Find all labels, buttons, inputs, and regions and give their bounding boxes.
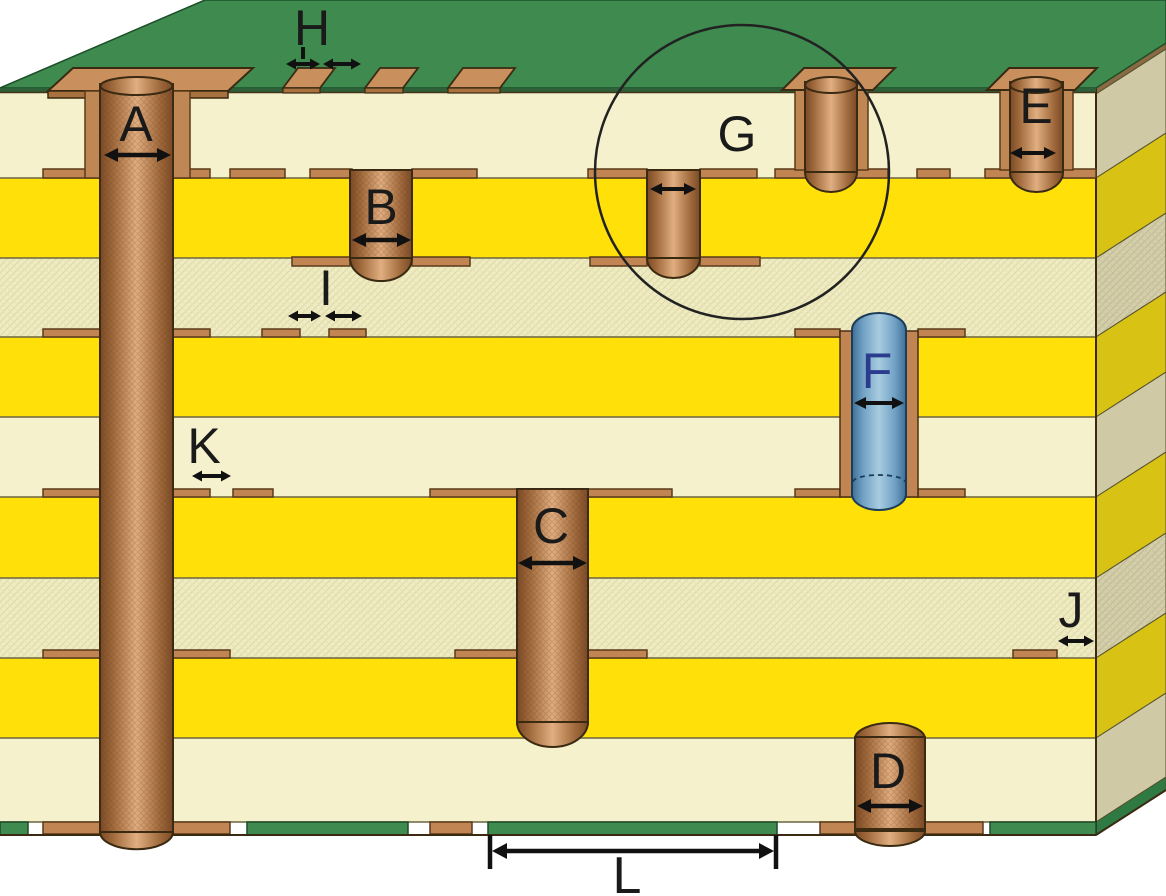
label-g: G: [718, 106, 757, 162]
solder-mask-bottom-segment: [487, 821, 778, 836]
dimension-arrow-k: [192, 470, 231, 482]
inner-trace: [229, 168, 286, 179]
via-f-left-wall: [839, 330, 853, 498]
label-l: L: [613, 847, 642, 896]
board-side-face: [1095, 42, 1166, 836]
label-f: F: [862, 343, 893, 399]
via-d-bottom-dome: [853, 830, 927, 847]
via-f-right-wall: [905, 330, 919, 498]
dimension-arrow-a: [104, 148, 171, 162]
via-f-resin-fill: [851, 312, 907, 511]
via-f-dashed-rim: [852, 474, 906, 483]
highlight-circle-g: [593, 23, 891, 321]
prepreg-layer-1: [0, 258, 1096, 337]
dimension-arrow-c: [518, 556, 587, 570]
inner-trace-k: [232, 488, 274, 498]
dimension-arrow-e: [1010, 147, 1056, 159]
label-b: B: [364, 179, 397, 235]
bottom-trace: [429, 821, 473, 835]
top-edge-line: [0, 88, 1096, 92]
inner-trace-i2: [328, 328, 367, 338]
label-i: I: [319, 260, 333, 316]
via-e-bottom-dome: [1008, 171, 1065, 193]
microvia-g-lower-barrel: [646, 169, 701, 259]
dimension-arrow-g: [650, 183, 696, 195]
inner-trace: [916, 168, 951, 179]
solder-mask-bottom-segment: [246, 821, 409, 836]
via-d-top-dome: [853, 722, 927, 740]
dimension-arrow-d: [857, 799, 923, 813]
blind-via-d: [853, 722, 927, 847]
via-c-bottom-dome: [515, 721, 590, 748]
label-a: A: [119, 96, 153, 152]
label-j: J: [1059, 582, 1084, 638]
board-bottom-surface: [0, 821, 1097, 836]
board-bottom-edge-3d: [1095, 789, 1166, 836]
core-layer-1: [0, 178, 1096, 258]
via-b-bottom-dome: [348, 257, 414, 282]
label-h: H: [294, 0, 330, 56]
microvia-g-upper-barrel: [804, 81, 858, 173]
label-e: E: [1019, 78, 1052, 134]
solder-mask-bottom-segment: [0, 821, 29, 836]
filled-via-f: [839, 312, 919, 511]
buried-via-c: [515, 488, 590, 748]
inner-trace-i1: [261, 328, 301, 338]
via-a-bottom-dome: [98, 831, 175, 851]
dimension-arrows-i: [288, 310, 362, 322]
dimension-arrow-j: [1058, 635, 1094, 647]
via-a-hole-rim: [99, 76, 174, 96]
label-k: K: [187, 418, 220, 474]
staggered-microvias-g: [589, 67, 898, 279]
dimension-arrow-b: [352, 233, 411, 247]
dimension-arrows-h: [286, 47, 361, 70]
dimension-arrow-f: [854, 397, 904, 409]
dimension-l: [487, 835, 779, 869]
label-d: D: [870, 743, 906, 799]
inner-trace-j: [1012, 649, 1058, 659]
through-hole-via-a: [45, 67, 256, 851]
solder-mask-bottom-segment: [989, 821, 1097, 836]
label-c: C: [533, 498, 569, 554]
surface-traces-h: [281, 67, 517, 94]
